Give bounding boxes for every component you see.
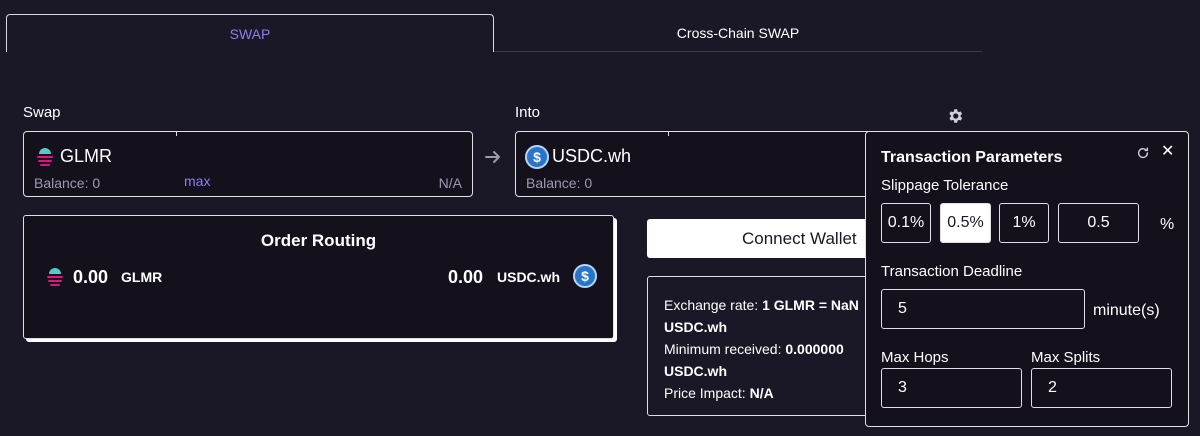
- routing-from-symbol: GLMR: [121, 269, 163, 285]
- glmr-icon: [34, 145, 58, 169]
- gear-icon[interactable]: [946, 107, 964, 125]
- slippage-option-0-5[interactable]: 0.5%: [940, 203, 991, 243]
- deadline-label: Transaction Deadline: [881, 263, 1023, 280]
- swap-info-panel: Exchange rate: 1 GLMR = NaN USDC.wh Mini…: [647, 276, 887, 416]
- slippage-unit: %: [1160, 216, 1175, 233]
- max-splits-input[interactable]: [1031, 368, 1172, 408]
- minimum-received-unit: USDC.wh: [664, 363, 727, 379]
- max-splits-label: Max Splits: [1031, 349, 1101, 366]
- popover-title: Transaction Parameters: [881, 149, 1063, 166]
- from-balance: Balance: 0: [34, 175, 101, 191]
- price-impact-label: Price Impact:: [664, 385, 750, 401]
- tab-cross-chain-swap[interactable]: Cross-Chain SWAP: [676, 25, 800, 41]
- transaction-parameters-popover: Transaction Parameters ✕ Slippage Tolera…: [865, 131, 1189, 427]
- arrow-right-icon: [485, 151, 500, 163]
- from-token-symbol[interactable]: GLMR: [60, 146, 113, 166]
- connect-wallet-button[interactable]: Connect Wallet: [647, 219, 887, 258]
- deadline-unit: minute(s): [1093, 302, 1160, 319]
- slippage-option-1[interactable]: 1%: [999, 203, 1049, 243]
- order-routing-title: Order Routing: [260, 231, 377, 250]
- glmr-icon: [44, 266, 68, 290]
- minimum-received-label: Minimum received:: [664, 341, 786, 357]
- slippage-input[interactable]: [1058, 203, 1139, 243]
- minimum-received-value: 0.000000: [785, 341, 844, 357]
- from-token-box[interactable]: GLMR Balance: 0 max N/A: [23, 131, 473, 197]
- exchange-rate-label: Exchange rate:: [664, 297, 763, 313]
- order-routing-panel: Order Routing 0.00 GLMR 0.00 USDC.wh $: [23, 215, 614, 339]
- slippage-label: Slippage Tolerance: [881, 177, 1009, 194]
- price-impact-value: N/A: [749, 385, 774, 401]
- routing-from-amount: 0.00: [73, 267, 109, 287]
- swap-label: Swap: [23, 104, 61, 121]
- from-value: N/A: [438, 175, 462, 191]
- routing-to-symbol: USDC.wh: [497, 269, 560, 285]
- max-button[interactable]: max: [184, 173, 211, 189]
- usdc-icon: $: [525, 145, 549, 169]
- to-token-symbol[interactable]: USDC.wh: [552, 146, 632, 166]
- slippage-option-0-1[interactable]: 0.1%: [881, 203, 931, 243]
- box-divider: [176, 132, 177, 136]
- usdc-icon: $: [573, 264, 597, 288]
- box-divider: [668, 132, 669, 136]
- max-hops-input[interactable]: [881, 368, 1022, 408]
- refresh-icon[interactable]: [1136, 146, 1150, 160]
- tab-swap[interactable]: SWAP: [6, 14, 494, 52]
- max-hops-label: Max Hops: [881, 349, 949, 366]
- to-balance: Balance: 0: [526, 175, 593, 191]
- tab-underline: [494, 51, 982, 52]
- routing-to-amount: 0.00: [448, 267, 484, 287]
- exchange-rate-value: 1 GLMR = NaN: [762, 297, 859, 313]
- exchange-rate-unit: USDC.wh: [664, 319, 727, 335]
- into-label: Into: [515, 104, 541, 121]
- deadline-input[interactable]: [881, 289, 1085, 329]
- close-icon[interactable]: ✕: [1161, 143, 1175, 160]
